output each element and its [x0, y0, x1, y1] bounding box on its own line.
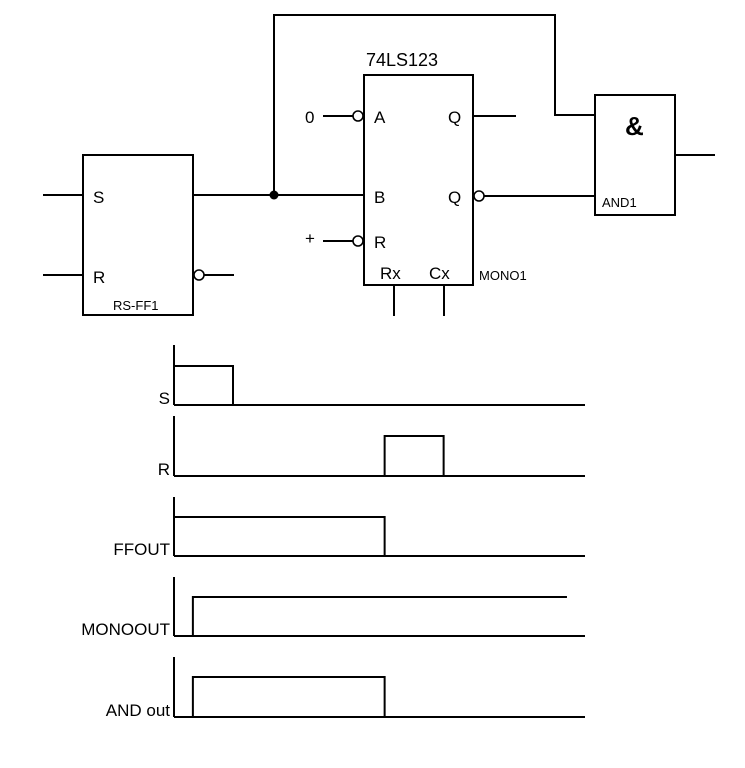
and-gate: & AND1 [594, 94, 715, 216]
and-gate-body [594, 94, 676, 216]
s-signal-label: S [159, 389, 170, 408]
mono-r-level: + [305, 229, 315, 248]
mono-body [363, 74, 474, 286]
rs-ff-pin-r: R [93, 268, 105, 287]
rs-flip-flop: S R RS-FF1 [43, 154, 363, 316]
rs-ff-label: RS-FF1 [113, 298, 159, 313]
monoout-signal-label: MONOOUT [81, 620, 170, 639]
mono-pin-cx: Cx [429, 264, 450, 283]
mono-qbar-inverted-bubble [473, 190, 485, 202]
mono-r-inverted-bubble [352, 235, 364, 247]
mono-label: MONO1 [479, 268, 527, 283]
ffout-signal-label: FFOUT [113, 540, 170, 559]
and-out-signal-label: AND out [106, 701, 171, 720]
mono-a-level: 0 [305, 108, 314, 127]
and-out-waveform [174, 676, 386, 718]
mono-title: 74LS123 [366, 50, 438, 70]
mono-pin-q: Q [448, 108, 461, 127]
mono-a-inverted-bubble [352, 110, 364, 122]
monoflop-74ls123: 74LS123 0 A B + R Q Q Rx Cx MONO1 [305, 50, 595, 316]
r-waveform [174, 435, 445, 477]
mono-pin-qbar: Q [448, 188, 461, 207]
and-symbol: & [625, 111, 644, 141]
rs-ff-body [82, 154, 194, 316]
mono-pin-b: B [374, 188, 385, 207]
rs-ff-inverted-output-bubble [193, 269, 205, 281]
timing-diagram: S R FFOUT MONOOUT AND out [81, 345, 585, 720]
mono-pin-r: R [374, 233, 386, 252]
rs-ff-pin-s: S [93, 188, 104, 207]
ffout-to-and-wire [273, 14, 595, 195]
and-gate-label: AND1 [602, 195, 637, 210]
r-signal-label: R [158, 460, 170, 479]
s-waveform [173, 365, 234, 405]
monoout-waveform [174, 596, 567, 637]
mono-pin-a: A [374, 108, 386, 127]
ffout-waveform [173, 516, 386, 556]
mono-pin-rx: Rx [380, 264, 401, 283]
